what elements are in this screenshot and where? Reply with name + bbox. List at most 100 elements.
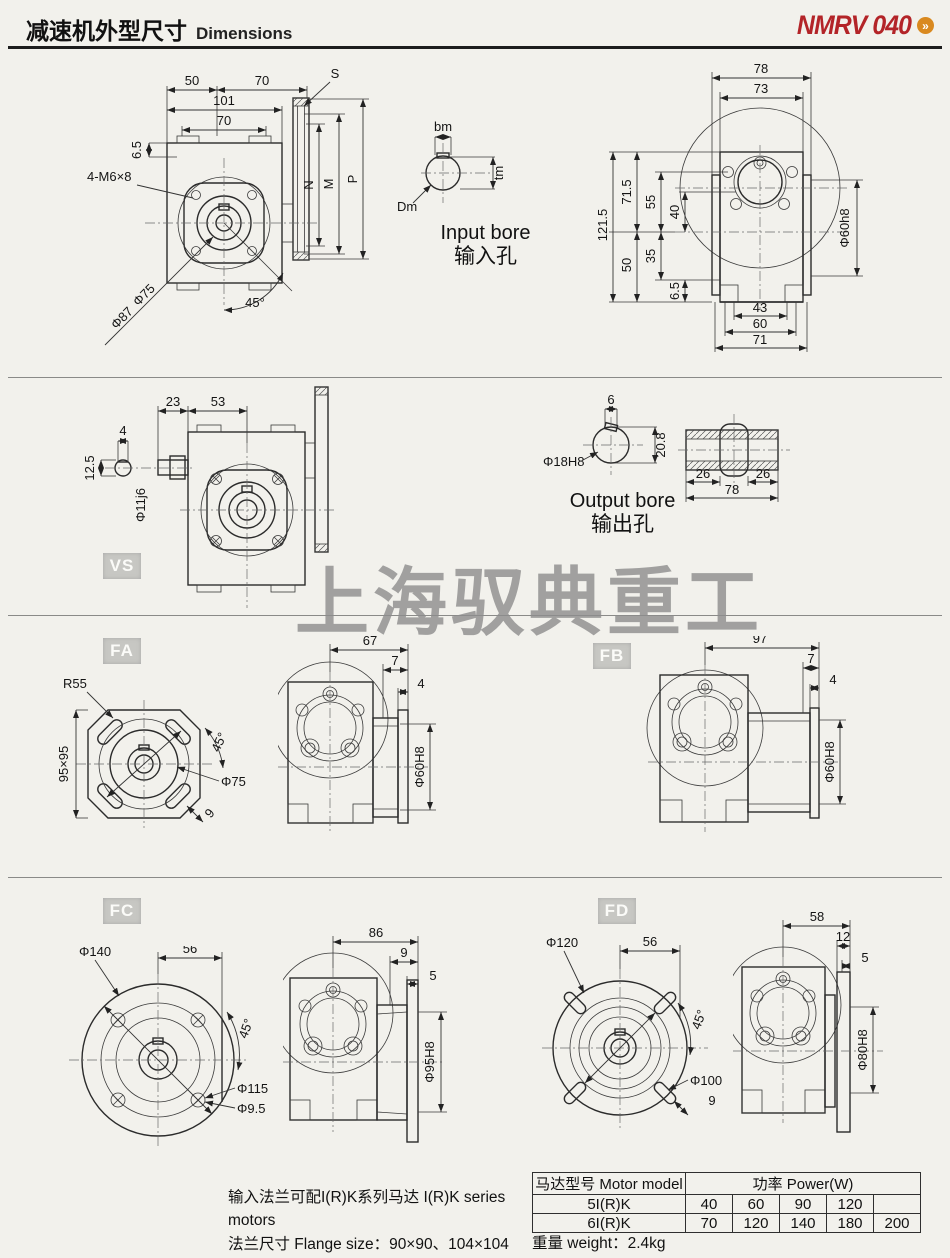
fb-side-drawing: 97 7 4 Φ60H8 (646, 636, 846, 832)
motor-power-table: 马达型号 Motor model 功率 Power(W) 5I(R)K 40 6… (532, 1172, 921, 1233)
dim: 45° (235, 1017, 256, 1041)
input-bore-caption-en: Input bore (440, 222, 531, 244)
dim: Φ18H8 (543, 454, 584, 469)
motor-model-cell: 6I(R)K (532, 1213, 686, 1233)
dim: 5 (429, 968, 436, 983)
output-bore-drawing: 6 Φ18H8 20.8 (543, 393, 668, 475)
dim: Φ115 (237, 1081, 268, 1096)
dim: 86 (369, 926, 383, 940)
dim: 78 (725, 482, 739, 497)
power-cell (873, 1194, 921, 1214)
dim: bm (434, 119, 452, 134)
tag-fd: FD (598, 898, 636, 924)
dim: Φ9.5 (237, 1101, 265, 1116)
dim: 78 (754, 61, 768, 76)
dim: 56 (643, 934, 657, 949)
dim: 101 (213, 93, 235, 108)
dim: 121.5 (595, 209, 610, 242)
dim: 71.5 (619, 179, 634, 204)
dim: 26 (696, 466, 710, 481)
dim: 50 (619, 258, 634, 272)
flange-notes: 输入法兰可配I(R)K系列马达 I(R)K series motors 法兰尺寸… (228, 1186, 538, 1256)
dim: 45° (688, 1008, 709, 1032)
dim: Φ140 (79, 946, 111, 959)
dim: Φ120 (546, 935, 578, 950)
page-title-zh: 减速机外型尺寸 (26, 18, 187, 44)
dim: Φ95H8 (422, 1041, 437, 1082)
header-rule (8, 46, 942, 49)
dim: 35 (643, 249, 658, 263)
fd-front-dimensions: Φ120 56 45° Φ100 9 (546, 934, 722, 1116)
model-badge: NMRV 040 » (787, 10, 934, 41)
weight-note: 重量 weight：2.4kg (532, 1235, 666, 1252)
fd-front-outline (542, 969, 708, 1129)
dim: Φ80H8 (855, 1029, 870, 1070)
power-cell: 140 (779, 1213, 827, 1233)
power-cell: 90 (779, 1194, 827, 1214)
dim: 7 (807, 651, 814, 666)
bolt-callout: 4-M6×8 (87, 169, 131, 184)
fb-side-outline (646, 665, 840, 832)
dim: P (345, 175, 360, 184)
page-title-en: Dimensions (196, 24, 293, 43)
vs-dimensions: 23 53 4 12.5 Φ11j6 (85, 394, 248, 522)
power-cell: 60 (732, 1194, 780, 1214)
tag-fc: FC (103, 898, 141, 924)
tag-vs: VS (103, 553, 141, 579)
front-view-dimensions: 78 73 121.5 71.5 50 55 35 40 6.5 Φ60h8 (595, 61, 863, 352)
output-bore-caption: Output bore 输出孔 (535, 490, 710, 537)
vs-outline (105, 386, 335, 608)
dim: Φ87 (108, 304, 136, 332)
dim: R55 (63, 676, 87, 691)
dim: Φ75 (130, 281, 158, 309)
dim: 53 (211, 394, 225, 409)
dim: Dm (397, 199, 417, 214)
table-row: 5I(R)K 40 60 90 120 (532, 1194, 921, 1214)
front-view-drawing: 78 73 121.5 71.5 50 55 35 40 6.5 Φ60h8 (595, 61, 863, 352)
dim: 6 (607, 393, 614, 407)
dim: Φ60h8 (837, 208, 852, 247)
side-view-drawing: 50 70 101 70 6.5 4-M6×8 S N M P Φ75 (87, 66, 369, 346)
output-bore-dimensions: 6 Φ18H8 20.8 (543, 393, 668, 469)
dim: 4 (417, 676, 424, 691)
input-bore-caption-zh: 输入孔 (454, 245, 517, 268)
fc-front-dimensions: Φ140 56 45° Φ115 Φ9.5 (79, 946, 268, 1116)
power-cell: 40 (685, 1194, 733, 1214)
section-divider-3 (8, 877, 942, 878)
dim: 9 (201, 806, 217, 821)
shaft-section-drawing: 26 26 78 (678, 414, 790, 502)
dim: 5 (861, 950, 868, 965)
dim: 45° (245, 295, 265, 310)
input-bore-caption: Input bore 输入孔 (398, 222, 573, 269)
fc-side-drawing: 86 9 5 Φ95H8 (283, 926, 447, 1143)
fc-front-drawing: Φ140 56 45° Φ115 Φ9.5 (69, 946, 268, 1148)
dim: 70 (255, 73, 269, 88)
front-view-outline (675, 107, 847, 310)
dim: 9 (708, 1093, 715, 1108)
dim: Φ60H8 (412, 746, 427, 787)
dim: 4 (829, 672, 836, 687)
dim: 56 (183, 946, 197, 956)
fc-side-dimensions: 86 9 5 Φ95H8 (332, 926, 447, 1113)
dim: 20.8 (653, 432, 668, 457)
fd-side-dimensions: 58 12 5 Φ80H8 (782, 909, 879, 1094)
power-cell: 120 (732, 1213, 780, 1233)
dim: Φ11j6 (133, 488, 148, 522)
dim: 58 (810, 909, 824, 924)
output-bore-caption-en: Output bore (569, 490, 676, 512)
fa-side-dimensions: 67 7 4 Φ60H8 (329, 636, 436, 811)
section-divider-1 (8, 377, 942, 378)
dim: 7 (391, 653, 398, 668)
motor-model-cell: 5I(R)K (532, 1194, 686, 1214)
dim: 40 (667, 205, 682, 219)
fd-front-drawing: Φ120 56 45° Φ100 9 (542, 934, 722, 1129)
power-cell: 200 (873, 1213, 921, 1233)
dim: 12 (836, 929, 850, 944)
dim: 97 (753, 636, 767, 646)
side-view-dimensions: 50 70 101 70 6.5 4-M6×8 S N M P Φ75 (87, 66, 369, 346)
vs-view-drawing: 23 53 4 12.5 Φ11j6 (85, 386, 335, 608)
dim: Φ75 (221, 774, 246, 789)
dim: 6.5 (129, 141, 144, 159)
section-divider-2 (8, 615, 942, 616)
tag-fa: FA (103, 638, 141, 664)
